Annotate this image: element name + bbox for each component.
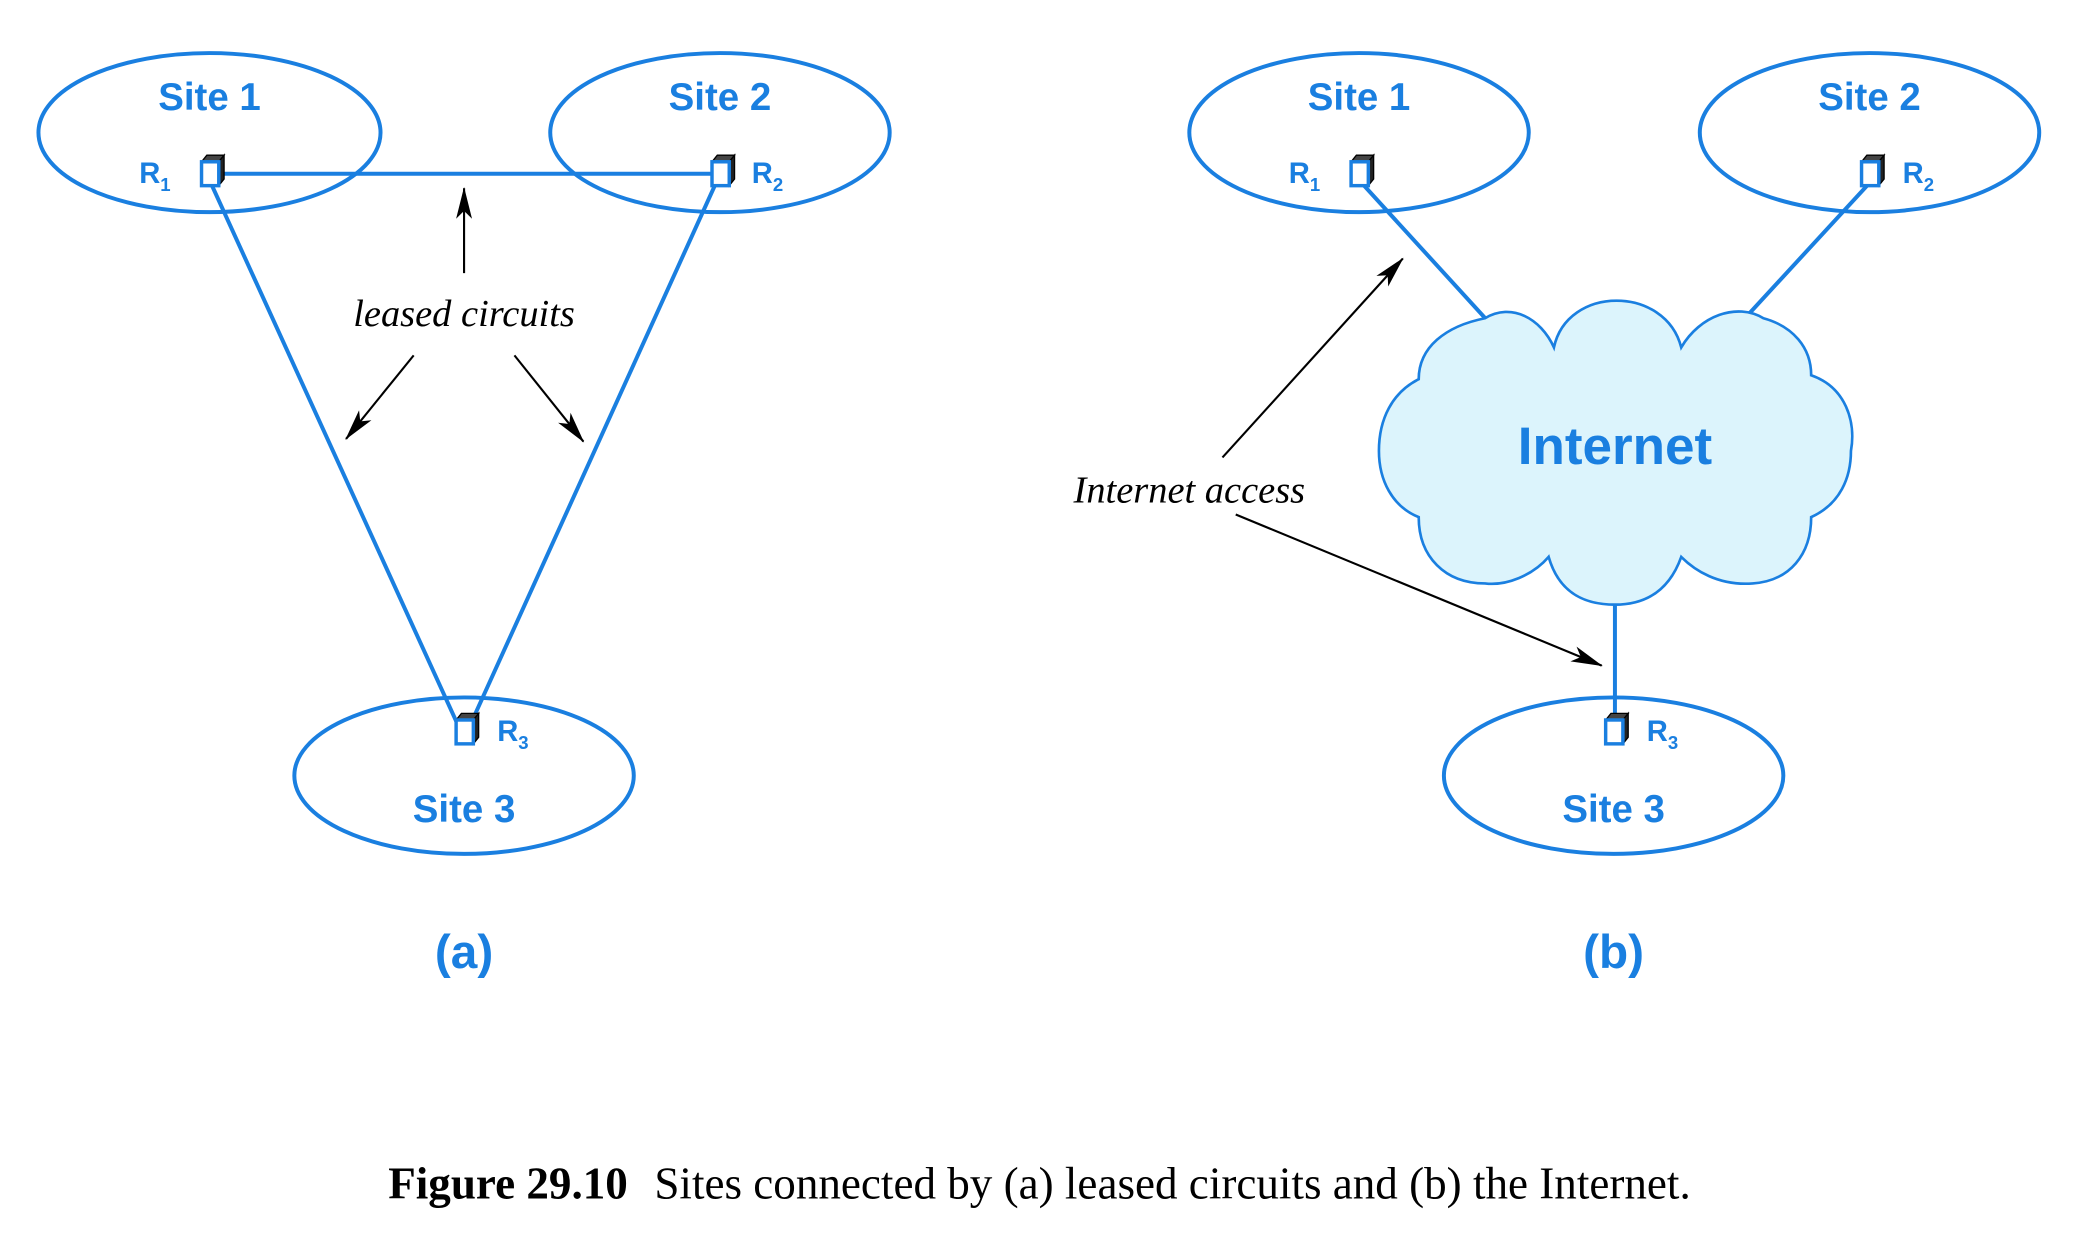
site-3-label: Site 3 — [413, 788, 516, 831]
figure-number: Figure 29.10 — [388, 1159, 628, 1209]
site-1-ellipse — [36, 51, 383, 215]
figure-caption-text: Sites connected by (a) leased circuits a… — [654, 1159, 1690, 1209]
site-2-node: Site 2 R2 — [548, 51, 892, 215]
site-3-node-b: Site 3 R3 — [1441, 695, 1786, 856]
site-3-ellipse-b — [1441, 695, 1786, 856]
leased-circuit-r1-r3 — [209, 182, 460, 725]
site-1-ellipse-b — [1187, 51, 1531, 215]
router-r2-icon-b — [1859, 153, 1886, 188]
cloud-shape — [1377, 299, 1854, 606]
site-2-node-b: Site 2 R2 — [1697, 51, 2042, 215]
access-link-r2 — [1743, 181, 1871, 320]
site-1-node-b: Site 1 R1 — [1187, 51, 1531, 215]
site-1-node: Site 1 R1 — [36, 51, 383, 215]
router-r3-icon — [454, 711, 481, 746]
site-3-label-b: Site 3 — [1562, 788, 1665, 831]
router-r2-label: R2 — [752, 158, 783, 195]
router-r1-label-b: R1 — [1289, 158, 1320, 195]
pointer-arrow-left — [345, 354, 415, 440]
panel-b-label: (b) — [1583, 926, 1644, 979]
router-r2-label-b: R2 — [1903, 158, 1934, 195]
leased-circuit-r2-r3 — [468, 182, 718, 725]
site-1-label: Site 1 — [158, 76, 261, 119]
internet-access-annotation: Internet access — [1073, 470, 1306, 512]
site-2-ellipse-b — [1697, 51, 2042, 215]
site-3-ellipse — [292, 695, 636, 856]
pointer-arrow-to-r3-link — [1235, 513, 1603, 667]
figure-caption: Figure 29.10 Sites connected by (a) lease… — [388, 1159, 1690, 1209]
internet-label: Internet — [1518, 417, 1712, 476]
router-r2-icon — [710, 153, 737, 188]
leased-circuits-annotation: leased circuits — [353, 293, 575, 335]
panel-a-label: (a) — [435, 926, 493, 979]
site-2-label-b: Site 2 — [1818, 76, 1921, 119]
internet-cloud: Internet — [1377, 299, 1854, 606]
router-r1-icon-b — [1349, 153, 1376, 188]
panel-b: Internet Site 1 R1 Site 2 R2 Site 3 R3 I… — [1073, 51, 2042, 979]
site-2-label: Site 2 — [669, 76, 772, 119]
router-r1-label: R1 — [139, 158, 170, 195]
site-2-ellipse — [548, 51, 892, 215]
pointer-arrow-to-r1-link — [1221, 257, 1404, 459]
router-r3-label-b: R3 — [1647, 716, 1678, 753]
access-link-r1 — [1360, 181, 1490, 323]
router-r1-icon — [199, 153, 226, 188]
site-1-label-b: Site 1 — [1308, 76, 1411, 119]
site-3-node: Site 3 R3 — [292, 695, 636, 856]
router-r3-label: R3 — [497, 716, 528, 753]
panel-a: Site 1 R1 Site 2 R2 Site 3 R3 leased cir… — [36, 51, 892, 979]
router-r3-icon-b — [1603, 711, 1630, 746]
pointer-arrow-right — [513, 354, 585, 443]
